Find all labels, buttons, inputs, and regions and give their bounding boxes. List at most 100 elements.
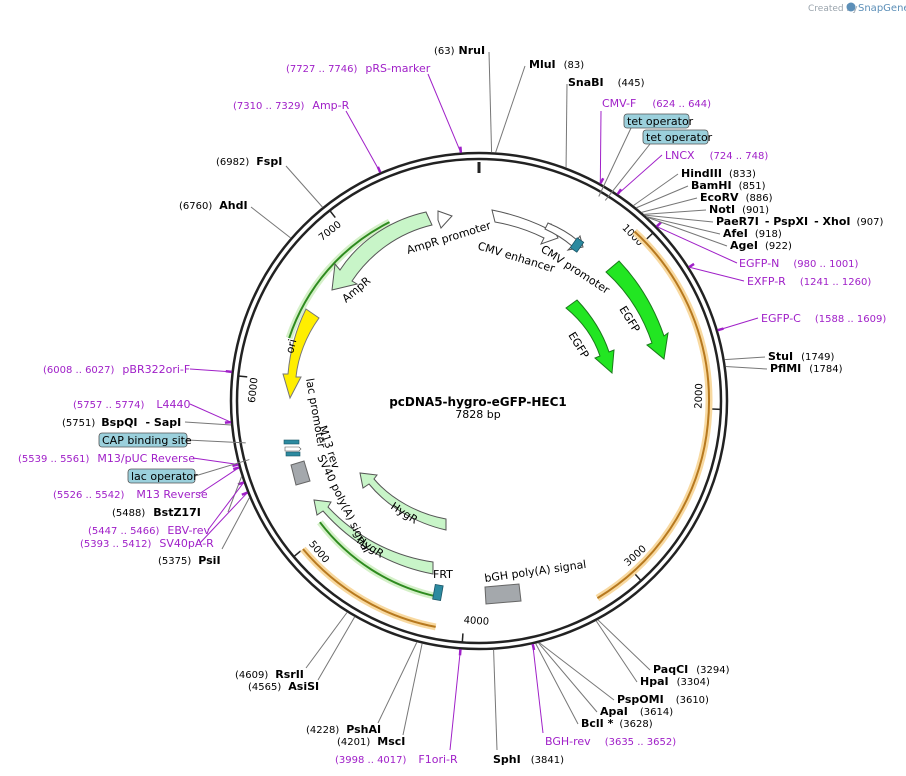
site-msci[interactable]: (4201)MscI [337,735,405,748]
site-bcli[interactable]: BclI *(3628) [581,717,653,730]
site-ecorv[interactable]: EcoRV(886) [700,191,773,204]
leader-line-12 [597,619,651,671]
cap-binding-mark[interactable] [283,439,300,445]
primer-sv40pa-r[interactable]: (5393 .. 5412)SV40pA-R [80,537,214,550]
primer-pbr322ori-f[interactable]: (6008 .. 6027)pBR322ori-F [43,363,190,376]
site-bspqi-sapi[interactable]: (5751)BspQI- SapI [62,416,181,429]
restriction-sites: (63)NruI MluI(83) SnaBI(445) HindIII(833… [62,44,883,766]
cap-binding-site-box [98,432,188,448]
lac-operator-text: lac operator [131,470,198,483]
leader-line-10 [724,356,766,361]
site-stui[interactable]: StuI(1749) [768,350,834,363]
site-sphi[interactable]: SphI(3841) [493,753,564,766]
orf-arcs [285,219,713,631]
primer-amp-r[interactable]: (7310 .. 7329)Amp-R [233,99,350,112]
ampr-promoter-arrow[interactable] [437,210,453,229]
site-pspomi[interactable]: PspOMI(3610) [617,693,709,706]
leader-lines [184,51,768,751]
leader-line-20 [317,616,356,681]
primer-lncx[interactable]: LNCX(724 .. 748) [665,149,768,162]
site-ahdi[interactable]: (6760)AhdI [179,199,248,212]
lac-operator-label[interactable]: lac operator [127,468,198,484]
leader-line-17 [493,649,498,751]
lac-operator-mark[interactable] [285,451,301,457]
leader-line-29 [656,226,738,264]
primer-cmv-f[interactable]: CMV-F(624 .. 644) [602,97,711,110]
label-frt: FRT [433,568,453,581]
cmv-enhancer-arrow[interactable] [491,209,559,245]
leader-line-18 [402,643,423,736]
primer-ebv-rev[interactable]: (5447 .. 5466)EBV-rev [88,524,210,537]
site-agei[interactable]: AgeI(922) [730,239,792,252]
hygr-orf-arc-green[interactable] [319,521,437,598]
primer-bgh-rev[interactable]: BGH-rev(3635 .. 3652) [545,735,676,748]
cap-binding-site-text: CAP binding site [102,434,192,447]
bgh-polya-box[interactable] [484,583,522,605]
primers: CMV-F(624 .. 644) LNCX(724 .. 748) EGFP-… [18,62,886,766]
leader-line-36 [198,467,240,495]
m13-rev-mark[interactable] [284,446,302,452]
leader-line-4 [635,185,689,209]
sv40-polya-box[interactable] [290,460,311,486]
tet-operator-1-label[interactable]: tet operator [623,113,694,129]
leader-line-5 [641,197,698,213]
primer-egfp-n[interactable]: EGFP-N(980 .. 1001) [739,257,859,270]
primer-m13-reverse[interactable]: (5526 .. 5542)M13 Reverse [53,488,208,501]
hygr-inner-arrow[interactable] [359,472,447,531]
site-psii[interactable]: (5375)PsiI [158,554,221,567]
egfp-inner-arrow[interactable] [565,299,615,375]
site-hindiii[interactable]: HindIII(833) [681,167,756,180]
leader-line-14 [538,642,615,701]
leader-line-27 [599,110,602,184]
site-afei[interactable]: AfeI(918) [723,227,782,240]
primer-exfp-r[interactable]: EXFP-R(1241 .. 1260) [747,275,871,288]
leader-line-11 [725,366,768,370]
site-noti[interactable]: NotI(901) [709,203,769,216]
cap-binding-site-label[interactable]: CAP binding site [98,432,192,448]
leader-line-32 [532,644,544,734]
site-rsrii[interactable]: (4609)RsrII [235,668,304,681]
hygr-outer-arrow[interactable] [313,499,434,575]
lac-operator-box [127,468,196,484]
primer-prs-marker[interactable]: (7727 .. 7746)pRS-marker [286,62,431,75]
label-bgh: bGH poly(A) signal [484,558,588,585]
leader-line-22 [221,497,250,550]
tet-operator-mark[interactable] [569,237,585,253]
leader-line-40 [345,110,381,173]
leader-line-16 [535,643,579,725]
primer-l4440[interactable]: (5757 .. 5774)L4440 [73,398,191,411]
site-paqci[interactable]: PaqCI(3294) [653,663,730,676]
hec1-orf-arc[interactable] [596,230,710,600]
leader-line-9 [646,216,728,247]
leader-line-35 [207,482,245,531]
ampr-orf-arc-green[interactable] [288,221,390,339]
hygr-orf-arc-brown[interactable] [302,548,436,628]
site-mlui[interactable]: MluI(83) [529,58,584,71]
ampr-arrow[interactable] [331,211,433,291]
tet-operator-2-label[interactable]: tet operator [642,129,713,145]
site-pflmi[interactable]: PflMI(1784) [770,362,843,375]
site-fspi[interactable]: (6982)FspI [216,155,282,168]
frt-mark[interactable] [432,583,444,602]
egfp-outer-arrow[interactable] [605,260,669,360]
primer-m13-puc-reverse[interactable]: (5539 .. 5561)M13/pUC Reverse [18,452,195,465]
site-asisi[interactable]: (4565)AsiSI [248,680,319,693]
site-pshai[interactable]: (4228)PshAI [306,723,381,736]
site-paer7i-pspxi-xhoi[interactable]: PaeR7I- PspXI- XhoI(907) [716,215,883,228]
ruler-label-2000: 2000 [694,383,706,409]
leader-line-37 [192,457,239,465]
site-bstz17i[interactable]: (5488)BstZ17I [112,506,201,519]
primer-tick-2 [655,221,662,228]
site-hpai[interactable]: HpaI(3304) [640,675,710,688]
ori-arrow[interactable] [282,308,320,400]
ruler-label-6000: 6000 [247,377,261,403]
leader-line-39 [189,368,232,373]
site-nrui[interactable]: (63)NruI [434,44,485,57]
site-apai[interactable]: ApaI(3614) [600,705,673,718]
primer-f1ori-r[interactable]: (3998 .. 4017)F1ori-R [335,753,458,766]
site-snabi[interactable]: SnaBI(445) [568,76,645,89]
primer-egfp-c[interactable]: EGFP-C(1588 .. 1609) [761,312,886,325]
site-bamhi[interactable]: BamHI(851) [691,179,766,192]
